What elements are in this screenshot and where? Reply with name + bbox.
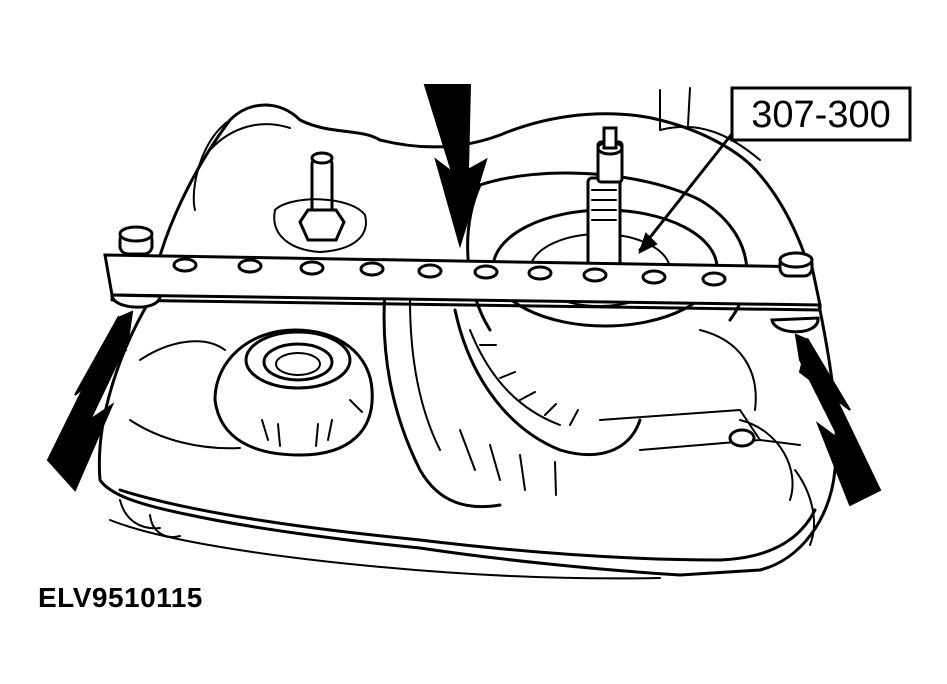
input-shaft: [586, 126, 624, 270]
tool-callout: 307-300: [730, 86, 912, 142]
clutch-pack: [382, 171, 761, 509]
differential-bearing: [213, 328, 374, 457]
center-stud: [273, 151, 367, 253]
left-arrow: [46, 310, 134, 492]
tool-number-label: 307-300: [751, 94, 890, 136]
callout-leader-line: [638, 128, 737, 252]
figure-id: ELV9510115: [38, 582, 203, 613]
top-arrow: [423, 84, 488, 249]
right-arrow: [794, 333, 882, 507]
transaxle-case: [97, 87, 838, 580]
callout-leader-arrowhead: [638, 232, 658, 254]
holding-fixture-bar: [103, 225, 822, 334]
